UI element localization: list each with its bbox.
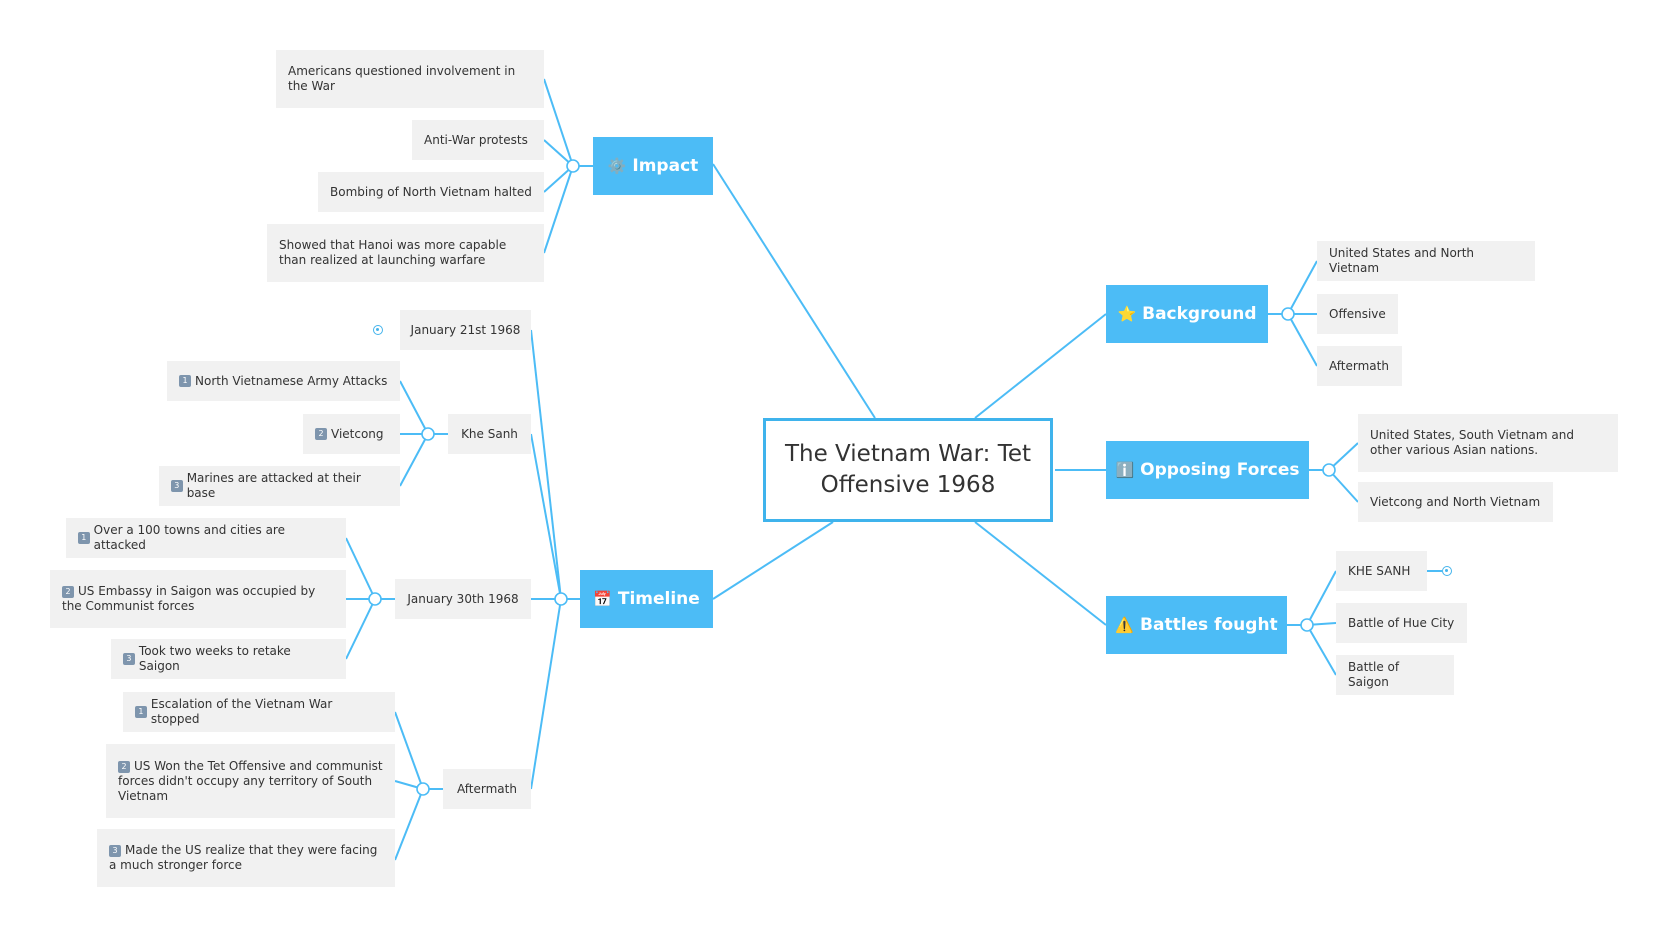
star-icon: ⭐ (1117, 305, 1137, 323)
target-icon[interactable] (1442, 566, 1452, 576)
branch-opposing-forces[interactable]: ℹ️ Opposing Forces (1106, 441, 1309, 499)
timeline-jan30[interactable]: January 30th 1968 (395, 579, 531, 619)
branch-background-label: Background (1142, 304, 1257, 324)
opposing-item[interactable]: Vietcong and North Vietnam (1358, 482, 1553, 522)
jan30-item[interactable]: 3 Took two weeks to retake Saigon (111, 639, 346, 679)
battles-item[interactable]: Battle of Hue City (1336, 603, 1467, 643)
impact-item[interactable]: Americans questioned involvement in the … (276, 50, 544, 108)
branch-impact[interactable]: ⚙️ Impact (593, 137, 713, 195)
target-icon[interactable] (373, 325, 383, 335)
impact-item[interactable]: Anti-War protests (412, 120, 544, 160)
khe-sanh-item[interactable]: 2 Vietcong (303, 414, 400, 454)
gear-icon: ⚙️ (607, 157, 627, 175)
background-item[interactable]: Aftermath (1317, 346, 1402, 386)
central-topic-label: The Vietnam War: Tet Offensive 1968 (784, 441, 1032, 498)
timeline-jan21[interactable]: January 21st 1968 (400, 310, 531, 350)
number-3-icon: 3 (123, 653, 135, 665)
number-3-icon: 3 (171, 480, 183, 492)
warning-icon: ⚠️ (1115, 616, 1135, 634)
timeline-aftermath[interactable]: Aftermath (443, 769, 531, 809)
number-2-icon: 2 (118, 760, 130, 773)
branch-timeline-label: Timeline (617, 589, 700, 609)
branch-opposing-label: Opposing Forces (1140, 460, 1300, 480)
jan30-item[interactable]: 1 Over a 100 towns and cities are attack… (66, 518, 346, 558)
background-item[interactable]: United States and North Vietnam (1317, 241, 1535, 281)
branch-battles-fought[interactable]: ⚠️ Battles fought (1106, 596, 1287, 654)
battles-item[interactable]: Battle of Saigon (1336, 655, 1454, 695)
branch-impact-label: Impact (632, 156, 699, 176)
timeline-khe-sanh[interactable]: Khe Sanh (448, 414, 531, 454)
branch-timeline[interactable]: 📅 Timeline (580, 570, 713, 628)
impact-item[interactable]: Showed that Hanoi was more capable than … (267, 224, 544, 282)
number-3-icon: 3 (109, 845, 121, 857)
impact-item[interactable]: Bombing of North Vietnam halted (318, 172, 544, 212)
branch-background[interactable]: ⭐ Background (1106, 285, 1268, 343)
info-icon: ℹ️ (1115, 461, 1135, 479)
number-2-icon: 2 (62, 586, 74, 598)
number-1-icon: 1 (179, 375, 191, 387)
central-topic[interactable]: The Vietnam War: Tet Offensive 1968 (763, 418, 1053, 522)
khe-sanh-item[interactable]: 3 Marines are attacked at their base (159, 466, 400, 506)
background-item[interactable]: Offensive (1317, 294, 1398, 334)
battles-item[interactable]: KHE SANH (1336, 551, 1427, 591)
number-2-icon: 2 (315, 428, 327, 440)
khe-sanh-item[interactable]: 1 North Vietnamese Army Attacks (167, 361, 400, 401)
calendar-icon: 📅 (593, 590, 612, 608)
opposing-item[interactable]: United States, South Vietnam and other v… (1358, 414, 1618, 472)
number-1-icon: 1 (78, 532, 90, 544)
number-1-icon: 1 (135, 706, 147, 718)
aftermath-item[interactable]: 1 Escalation of the Vietnam War stopped (123, 692, 395, 732)
branch-battles-label: Battles fought (1140, 615, 1278, 635)
